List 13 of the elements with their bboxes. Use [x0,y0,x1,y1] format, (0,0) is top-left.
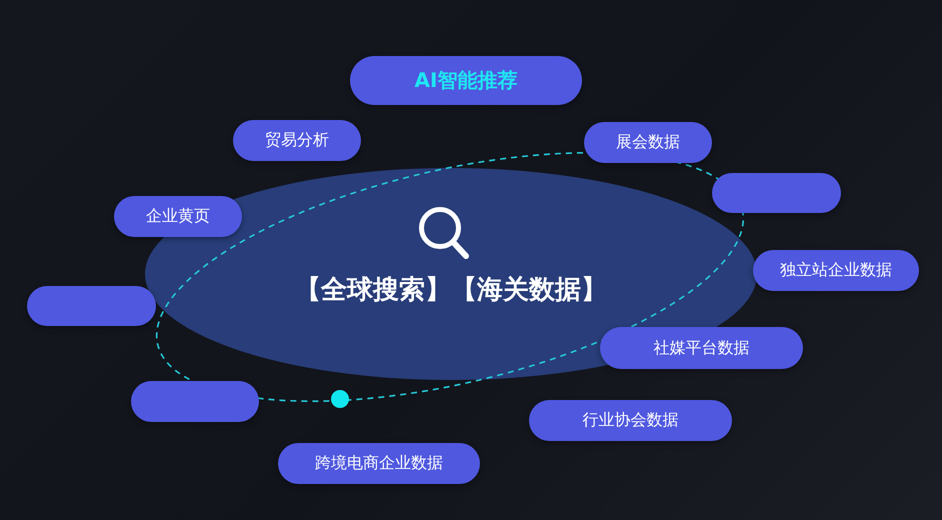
topic-pill [131,381,259,422]
center-title: 【全球搜索】【海关数据】 [294,274,608,307]
topic-pill: 跨境电商企业数据 [278,443,480,484]
topic-pill: 社媒平台数据 [600,327,803,369]
topic-pill [27,286,156,326]
topic-pill [712,173,841,213]
highlight-pill: AI智能推荐 [350,56,582,105]
search-ellipse [145,168,757,380]
topic-pill: 独立站企业数据 [753,250,919,291]
topic-pill: 贸易分析 [233,120,361,161]
topic-pill: 行业协会数据 [529,400,732,441]
topic-pill: 展会数据 [584,122,712,163]
topic-pill: 企业黄页 [114,196,242,237]
